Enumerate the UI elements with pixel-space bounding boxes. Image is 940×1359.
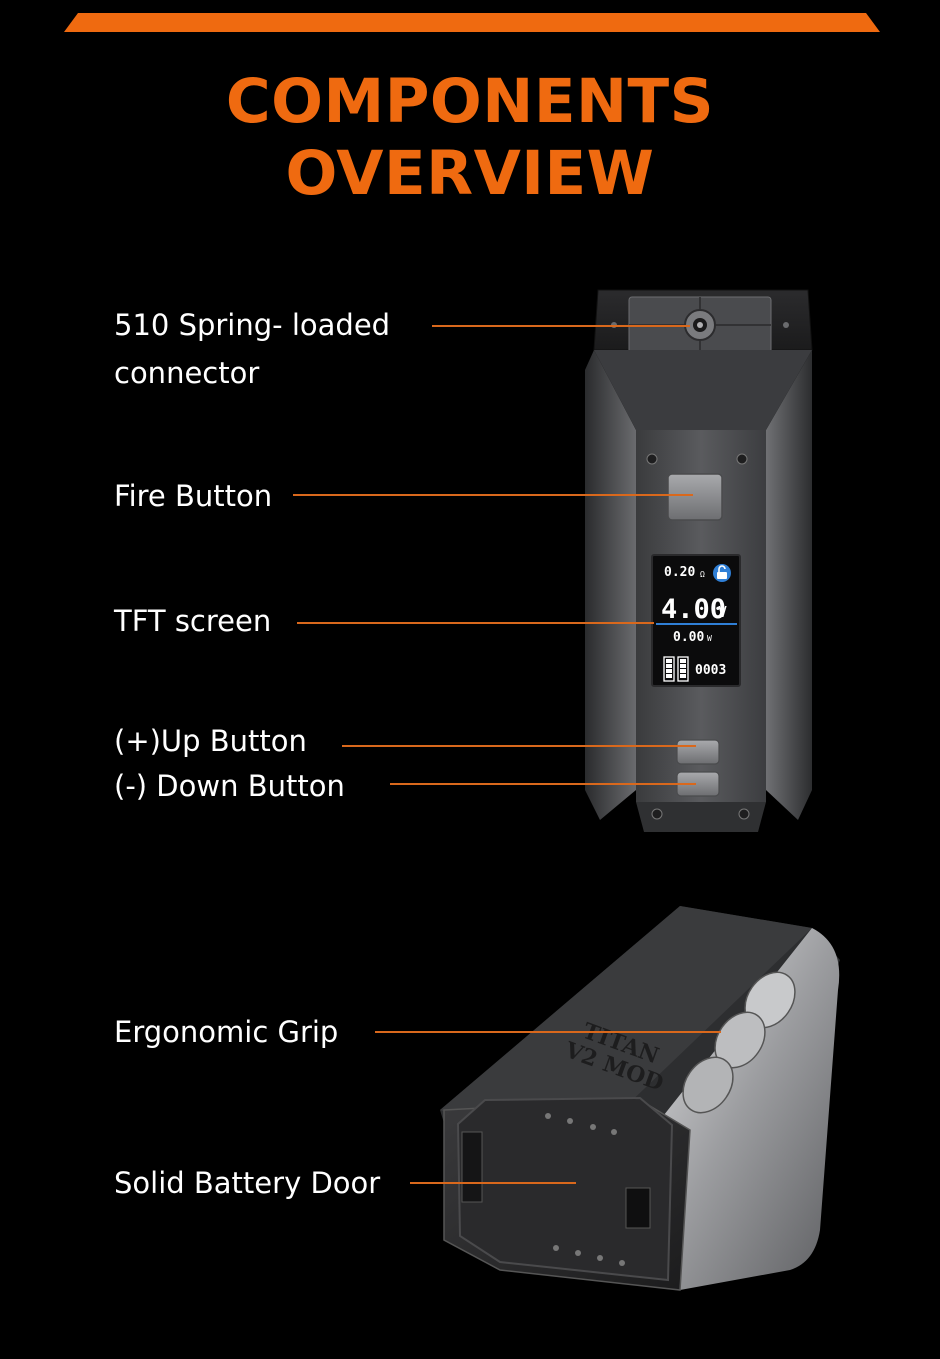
fire-button-shape: [667, 473, 723, 521]
leader-down-button: [390, 783, 696, 785]
screen-voltage-unit: V: [718, 603, 727, 621]
callout-tft-screen: TFT screen: [114, 604, 272, 638]
screen-puff-count: 0003: [695, 663, 726, 678]
page-title-line1: COMPONENTS: [225, 66, 715, 137]
mod-rear-view: TITAN V2 MOD: [440, 906, 840, 1291]
grip-ridge: [682, 1056, 734, 1114]
leader-tft-screen: [297, 622, 654, 624]
leader-fire-button: [293, 494, 693, 496]
mod-front-view: 0.20 Ω 4.00 V 0.00 W 0003: [585, 289, 813, 832]
screen-resistance: 0.20: [664, 565, 695, 580]
page-title-line2: OVERVIEW: [285, 138, 655, 209]
screen-wattage: 0.00: [673, 630, 704, 645]
screen-wattage-unit: W: [707, 634, 712, 643]
lock-icon: [713, 564, 731, 582]
leader-connector: [432, 325, 690, 327]
screen-resistance-unit: Ω: [700, 570, 705, 579]
screen-voltage: 4.00: [661, 594, 726, 625]
leader-ergonomic-grip: [375, 1031, 721, 1033]
tft-screen-display: [651, 554, 741, 687]
callout-up-button: (+)Up Button: [114, 724, 307, 758]
callout-ergonomic-grip: Ergonomic Grip: [114, 1015, 339, 1049]
leader-up-button: [342, 745, 696, 747]
battery-icon: [663, 656, 689, 682]
callout-connector-line1: 510 Spring- loaded: [114, 308, 391, 342]
callout-connector-line2: connector: [114, 356, 260, 390]
callout-down-button: (-) Down Button: [114, 769, 345, 803]
callout-battery-door: Solid Battery Door: [114, 1166, 381, 1200]
leader-battery-door: [410, 1182, 576, 1184]
up-button-shape: [676, 739, 720, 765]
battery-door-panel: [456, 1096, 674, 1282]
top-accent-bar: [64, 13, 880, 32]
callout-fire-button: Fire Button: [114, 479, 273, 513]
